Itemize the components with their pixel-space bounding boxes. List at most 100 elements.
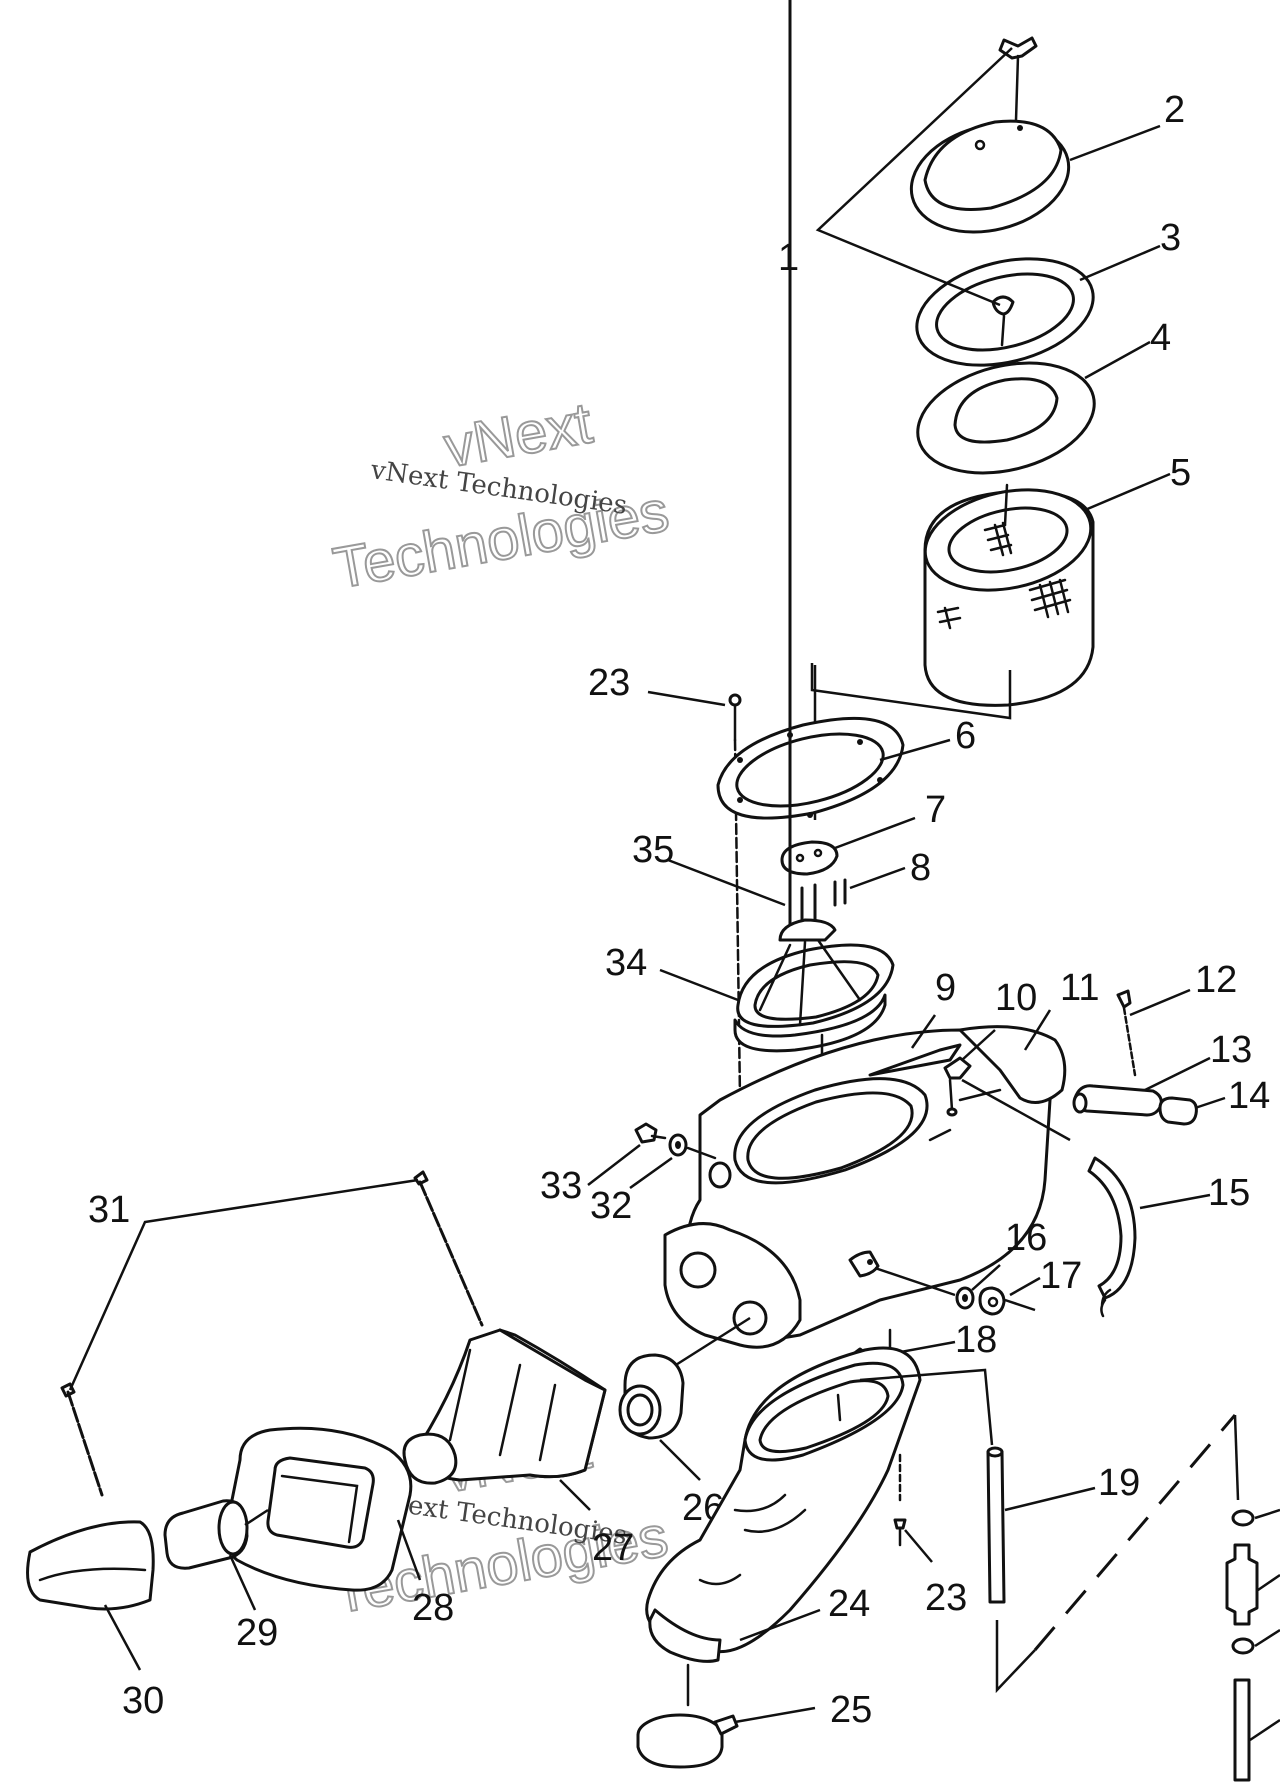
callout-2: 2 [1164,89,1185,131]
callout-25: 25 [830,1689,872,1731]
leader-4 [1084,340,1151,380]
adapter-frame-28 [224,1426,413,1592]
washer-32 [668,1133,688,1157]
callout-18: 18 [955,1319,997,1361]
callout-24: 24 [828,1583,870,1625]
axis-32 [686,1146,717,1160]
screw-top [728,693,742,742]
callout-14: 14 [1228,1075,1270,1117]
callout-12: 12 [1195,959,1237,1001]
screw-lower [893,1518,907,1547]
callout-5: 5 [1170,452,1191,494]
leader-30 [103,1604,142,1671]
nut-17 [978,1286,1006,1316]
callout-9: 9 [935,967,956,1009]
callout-3: 3 [1160,217,1181,259]
bolt-33 [634,1122,667,1144]
hose-clamp-25 [636,1713,739,1769]
sleeve-29 [163,1499,249,1570]
breather-cap [1158,1096,1198,1126]
grommet-26 [618,1353,685,1440]
retainer-plate [780,840,839,876]
callout-19: 19 [1098,1462,1140,1504]
vent-line [961,1078,1071,1142]
callout-23-lower: 23 [925,1577,967,1619]
mounting-flange-gasket [716,716,905,820]
breather-hose-long [1087,1156,1137,1300]
callout-27: 27 [592,1527,634,1569]
callout-32: 32 [590,1185,632,1227]
link-29-28 [244,1508,269,1527]
air-filter-element [923,483,1095,707]
filter-support-bracket [733,0,895,1053]
breather-fitting [943,1056,972,1117]
leader-28 [396,1519,422,1581]
air-box-housing [663,1025,1067,1349]
callout-34: 34 [605,942,647,984]
leader-25 [734,1706,816,1724]
studs [833,878,847,907]
leader-3 [1079,244,1161,282]
callout-13: 13 [1210,1029,1252,1071]
intake-boot-27 [402,1328,607,1485]
leader-31 [68,1178,419,1391]
leader-10 [961,1029,996,1061]
leader-7 [834,816,916,850]
callout-8: 8 [910,847,931,889]
callout-16: 16 [1005,1217,1047,1259]
leader-17 [1009,1276,1041,1297]
intake-duct-24 [645,1346,922,1663]
pre-filter-plate [916,361,1096,475]
alignment-bracket-filter [810,663,1012,720]
leader-14 [1194,1096,1226,1110]
leader-23-top [647,690,726,707]
leader-34 [659,968,739,1002]
leader-32 [629,1156,673,1190]
leader-12 [1129,988,1191,1017]
leader-35 [667,858,786,907]
leader-16 [971,1264,1001,1291]
leader-8 [849,866,906,890]
leader-1 [815,47,1013,307]
decal [868,1043,962,1077]
callout-30: 30 [122,1680,164,1722]
bracket-18-19 [859,1368,994,1446]
leader-24 [739,1608,821,1642]
bracket-19-lower [995,1620,1036,1694]
dashed-link-line [1033,1414,1237,1651]
wing-nut-top [998,36,1038,122]
leader-17-stub [1004,1298,1036,1312]
callout-15: 15 [1208,1172,1250,1214]
leader-9 [910,1014,937,1049]
leader-19 [1004,1486,1096,1512]
callout-6: 6 [955,715,976,757]
foam-cap-30 [26,1520,155,1611]
attach-line-27 [559,1479,591,1511]
drain-hose-19 [986,1446,1006,1604]
watermark-big-line-1: vNext [439,390,596,480]
hose-clamp-12 [1116,989,1137,1077]
leader-11 [1023,1009,1052,1051]
axis-duct [836,1393,842,1422]
air-box-cover [909,119,1071,234]
callout-10: 10 [995,977,1037,1019]
callout-33: 33 [540,1165,582,1207]
callout-17: 17 [1040,1255,1082,1297]
callout-28: 28 [412,1587,454,1629]
leader-15 [1139,1193,1211,1210]
filter-gasket-ring [915,257,1095,367]
attach-line-16 [874,1266,956,1297]
bracket-right [1233,1414,1240,1501]
leader-23-lower [904,1529,933,1563]
leader-5 [1084,472,1171,512]
leader-6 [879,738,951,762]
callout-11: 11 [1060,967,1099,1009]
leader-2 [1069,124,1161,162]
callout-35: 35 [632,829,674,871]
callout-7: 7 [925,789,946,831]
callout-4: 4 [1150,317,1171,359]
callout-31: 31 [88,1189,130,1231]
leader-29 [228,1554,257,1611]
hose-break-marks [1100,1288,1112,1318]
